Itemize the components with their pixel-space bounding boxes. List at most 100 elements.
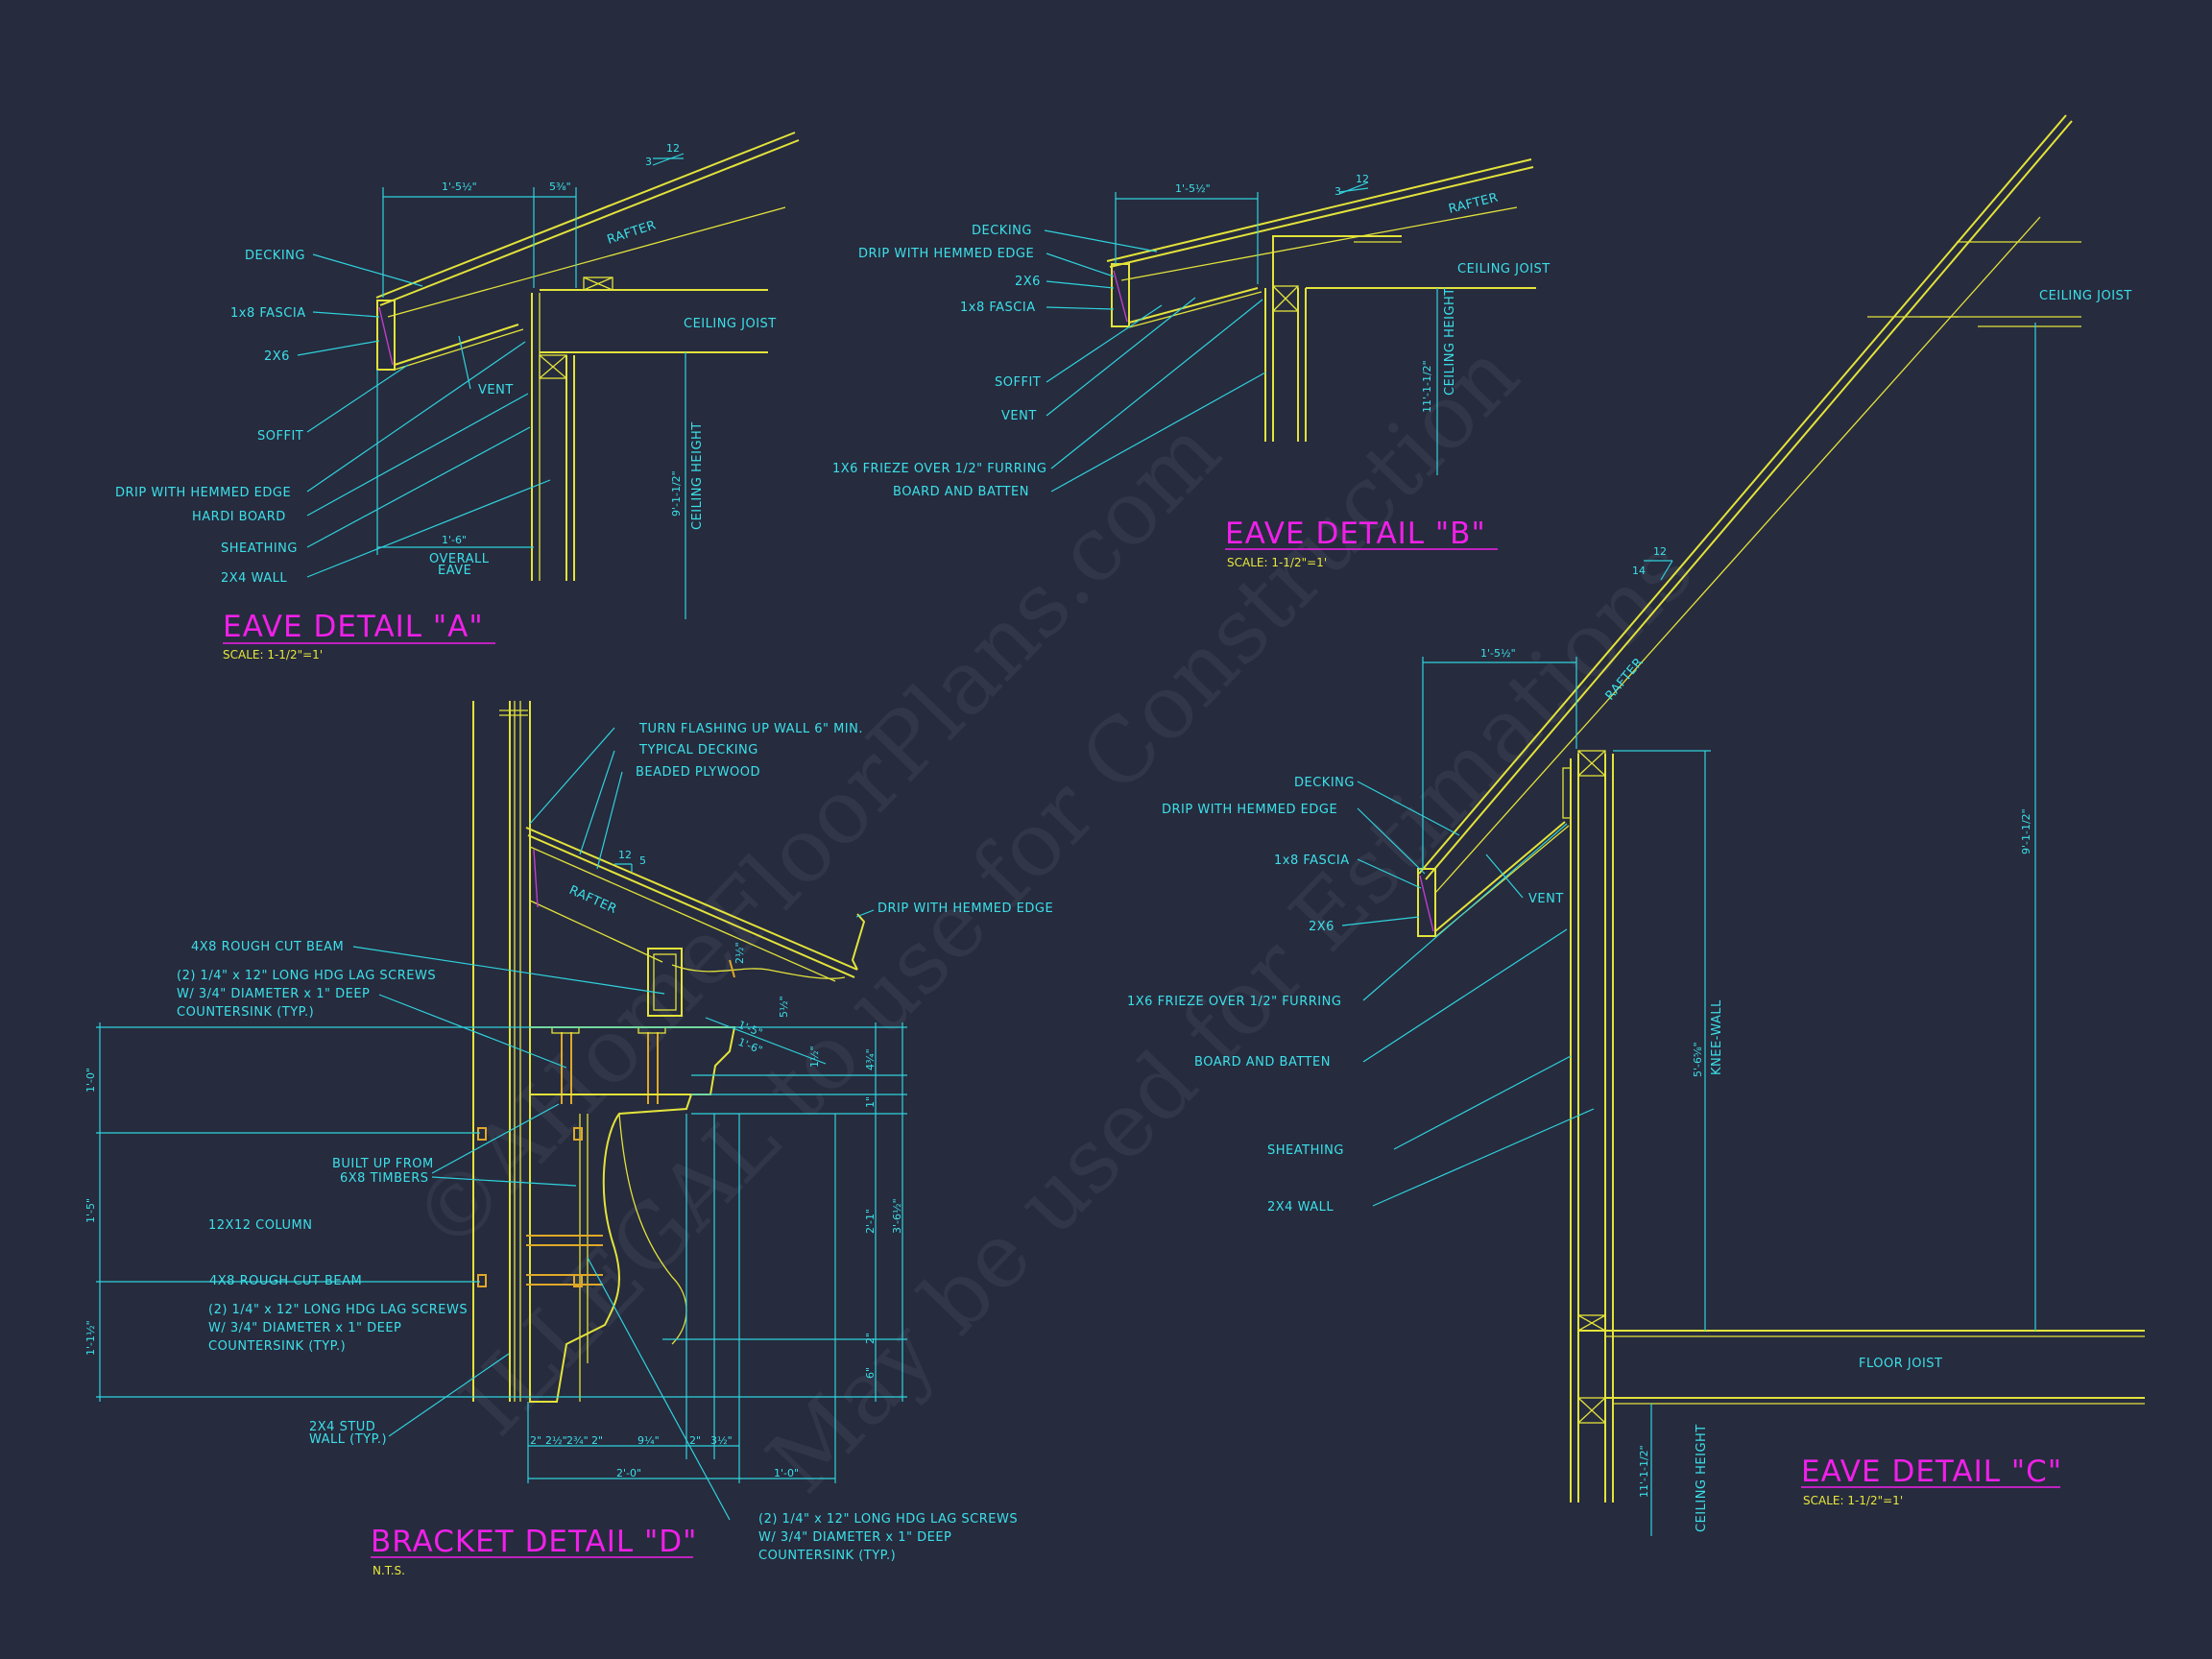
bracket-curve: [618, 1113, 687, 1345]
top-plate-x: [539, 354, 567, 379]
dim-3-6-half: 3'-6½": [891, 1198, 903, 1234]
leader: [596, 771, 623, 870]
dim-line: [705, 1017, 827, 1065]
leader: [529, 727, 615, 825]
plate-x: [1577, 1397, 1606, 1424]
label-rafter: RAFTER: [606, 218, 659, 248]
soffit-line: [1128, 287, 1259, 324]
label-rough-cut-beam-bottom: 4X8 ROUGH CUT BEAM: [209, 1274, 362, 1288]
bracket-d-title: BRACKET DETAIL "D": [371, 1525, 697, 1559]
label-lag-screws-1c: COUNTERSINK (TYP.): [177, 1005, 314, 1020]
soffit-line: [394, 324, 519, 366]
leader: [1357, 858, 1422, 889]
leader: [1357, 807, 1426, 875]
top-plate: [1272, 285, 1299, 312]
slope-mark: [1338, 181, 1369, 195]
label-hardi-board: HARDI BOARD: [192, 510, 286, 524]
dim-2-0: 2'-0": [616, 1467, 641, 1479]
label-turn-flashing: TURN FLASHING UP WALL 6" MIN.: [638, 722, 863, 736]
rough-cut-beam: [647, 948, 683, 1017]
leader: [1046, 306, 1115, 310]
dim-6: 6": [864, 1367, 877, 1379]
label-ceiling-height: CEILING HEIGHT: [1695, 1424, 1709, 1532]
dim-1-5: 1'-5": [84, 1198, 97, 1223]
roof-decking-line-2: [1109, 166, 1534, 268]
label-vent: VENT: [1001, 409, 1037, 423]
label-vent: VENT: [1528, 892, 1564, 906]
label-drip-edge: DRIP WITH HEMMED EDGE: [878, 902, 1053, 916]
eave-detail-a: DECKING 1x8 FASCIA 2X6 SOFFIT DRIP WITH …: [115, 132, 800, 661]
label-ceiling-joist: CEILING JOIST: [2039, 289, 2132, 303]
dim-9-quarter: 9¼": [637, 1434, 660, 1447]
leader: [1485, 854, 1524, 899]
label-knee-wall: KNEE-WALL: [1710, 999, 1724, 1075]
label-lag-screws-1: (2) 1/4" x 12" LONG HDG LAG SCREWS: [177, 969, 436, 983]
eave-a-scale: SCALE: 1-1/2"=1': [223, 648, 323, 661]
label-lag-screws-3: (2) 1/4" x 12" LONG HDG LAG SCREWS: [758, 1512, 1018, 1527]
dim-1-5-half: 1'-5½": [1480, 647, 1516, 660]
label-wall-typ: WALL (TYP.): [309, 1432, 387, 1447]
leader: [306, 393, 529, 517]
leader: [378, 994, 567, 1069]
leader: [306, 479, 551, 578]
dim-2b: 2": [591, 1434, 603, 1447]
label-drip-edge: DRIP WITH HEMMED EDGE: [1162, 803, 1337, 817]
label-12x12-column: 12X12 COLUMN: [208, 1218, 312, 1233]
label-2x6: 2X6: [1309, 920, 1334, 934]
fascia-board: [1111, 263, 1130, 327]
dim-ceiling-height-upper: 9'-1-1/2": [2020, 808, 2032, 854]
label-board-batten: BOARD AND BATTEN: [1194, 1055, 1331, 1070]
label-built-up: BUILT UP FROM: [332, 1157, 434, 1171]
dim-5-3-8: 5⅜": [549, 180, 571, 193]
bottom-plate-x: [1577, 1314, 1606, 1332]
label-2x6: 2X6: [264, 349, 290, 364]
leader: [297, 340, 380, 356]
slope-5: 5: [639, 854, 646, 867]
drip-edge: [851, 913, 866, 971]
bracket-detail-d: TURN FLASHING UP WALL 6" MIN. TYPICAL DE…: [84, 701, 1053, 1577]
label-drip-edge: DRIP WITH HEMMED EDGE: [115, 486, 291, 500]
leader: [1393, 1055, 1572, 1150]
label-overall: OVERALL: [429, 552, 490, 566]
label-lag-screws-2c: COUNTERSINK (TYP.): [208, 1339, 346, 1354]
label-rough-cut-beam-top: 4X8 ROUGH CUT BEAM: [191, 940, 344, 954]
roof-decking-line: [1106, 158, 1532, 262]
eave-c-scale: SCALE: 1-1/2"=1': [1803, 1494, 1903, 1507]
label-drip-edge: DRIP WITH HEMMED EDGE: [858, 247, 1034, 261]
leader: [1372, 1108, 1595, 1207]
dim-2-1: 2'-1": [864, 1209, 877, 1234]
top-plate-lower: [1577, 1397, 1606, 1424]
slope-12: 12: [1356, 173, 1369, 185]
eave-b-title: EAVE DETAIL "B": [1225, 517, 1486, 551]
dim-1-5-half: 1'-5½": [442, 180, 477, 193]
rafter-line: [529, 846, 836, 982]
label-ceiling-height: CEILING HEIGHT: [1443, 287, 1457, 396]
dim-2-three-quarter: 2¾": [566, 1434, 589, 1447]
label-vent: VENT: [478, 383, 514, 397]
slope-mark: [1338, 187, 1369, 193]
dim-2a: 2": [530, 1434, 541, 1447]
label-soffit: SOFFIT: [995, 375, 1041, 390]
dim-4-three-quarter: 4¾": [864, 1048, 877, 1070]
label-lag-screws-1b: W/ 3/4" DIAMETER x 1" DEEP: [177, 987, 370, 1001]
leader: [1357, 781, 1460, 836]
label-fascia: 1x8 FASCIA: [1274, 854, 1350, 868]
rafter-underside: [529, 900, 663, 963]
label-decking: DECKING: [1294, 776, 1355, 790]
dim-1: 1": [864, 1096, 877, 1108]
blocking-mark: [533, 849, 539, 908]
roof-decking-line: [1418, 114, 2067, 875]
fascia-section-mark: [378, 306, 394, 366]
label-ceiling-joist: CEILING JOIST: [1457, 262, 1551, 276]
dim-2-half: 2½": [545, 1434, 567, 1447]
top-plate: [539, 354, 567, 379]
slope-12: 12: [666, 142, 680, 155]
bracket-d-scale: N.T.S.: [373, 1564, 405, 1577]
dim-1-6: 1'-6": [442, 534, 467, 546]
slope-12: 12: [618, 849, 632, 861]
leader: [352, 946, 665, 995]
leader: [587, 1257, 731, 1521]
leader: [306, 426, 531, 548]
leader: [306, 341, 526, 493]
leader: [1050, 372, 1266, 493]
